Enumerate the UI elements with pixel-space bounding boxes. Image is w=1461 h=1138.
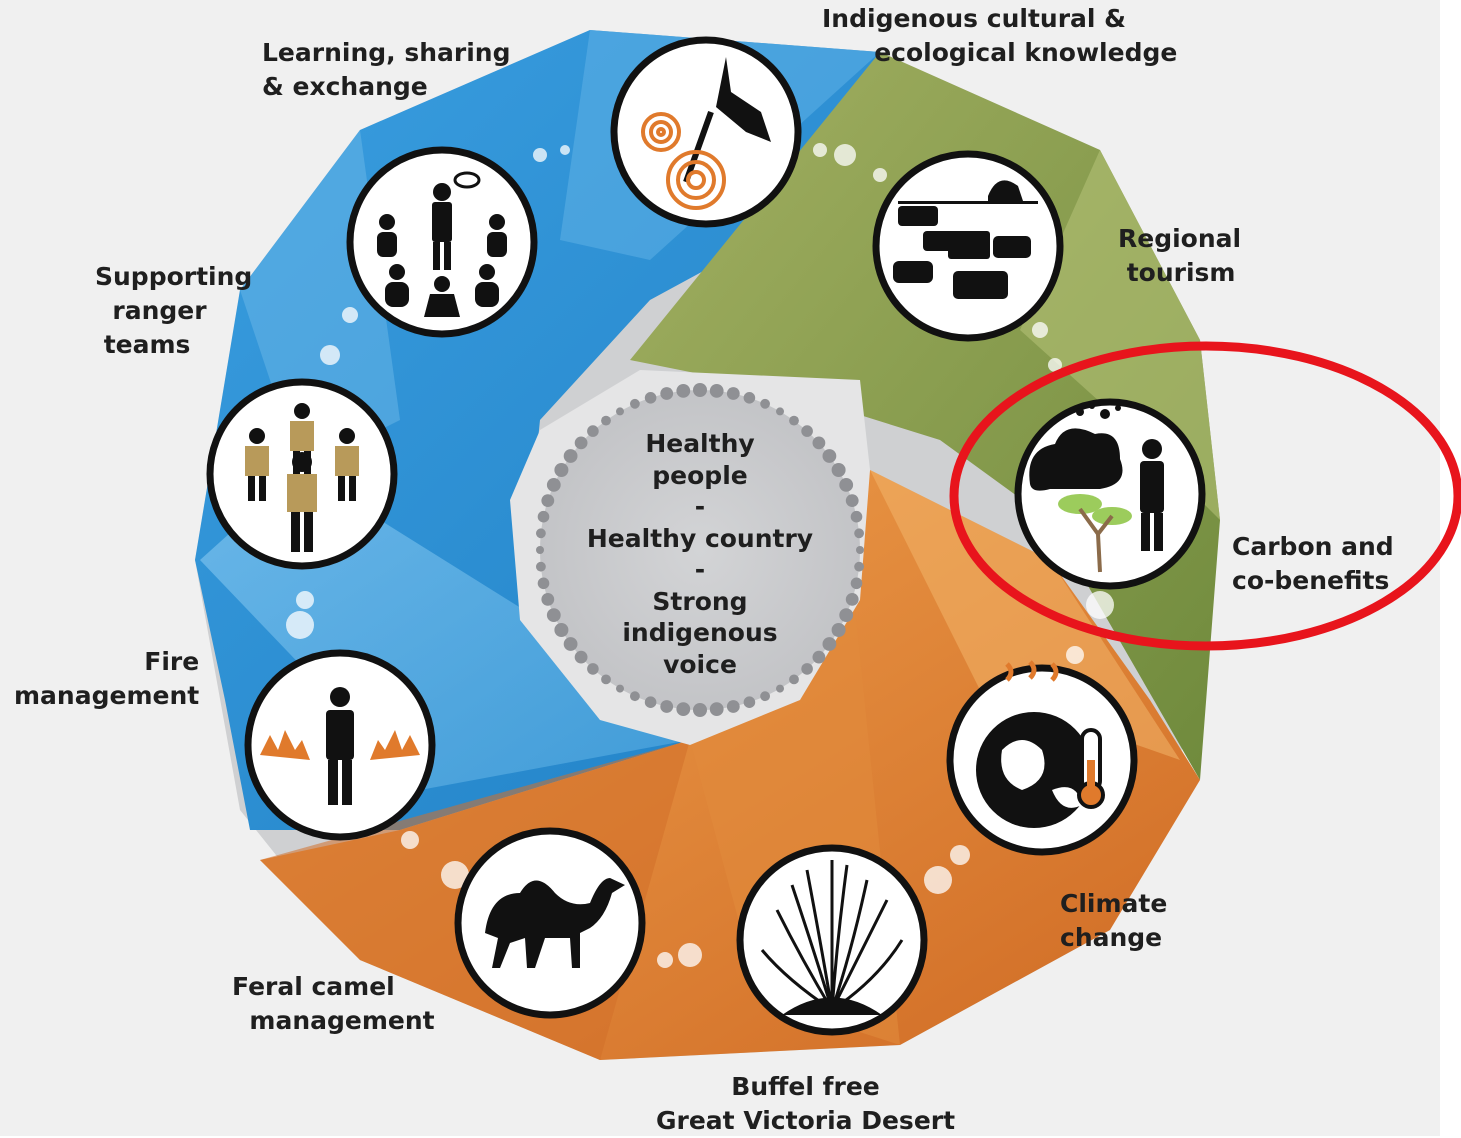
center-ring-dot (776, 407, 784, 416)
center-ring-dot (726, 387, 740, 400)
center-ring-dot (601, 415, 611, 426)
center-ring-dot (726, 700, 740, 713)
highlight-ellipse (949, 341, 1461, 651)
center-ring-dot (693, 383, 707, 397)
center-ring-dot (546, 478, 561, 492)
center-ring-dot (587, 425, 599, 437)
center-ring-dot (630, 691, 640, 702)
center-ring-dot (854, 561, 864, 572)
group-circle-icon (346, 146, 538, 338)
connector-dots (286, 143, 1114, 968)
carbon-cloud-tree-person-icon (1014, 398, 1206, 590)
center-ring-dot (546, 608, 561, 622)
center-ring-dot (630, 398, 640, 409)
center-ring-dot (831, 623, 846, 637)
center-ring-dot (743, 392, 756, 404)
center-ring-dot (537, 510, 550, 523)
center-message: Healthy people - Healthy country - Stron… (586, 429, 814, 679)
center-ring-dot (743, 696, 756, 708)
center-ring-dot (574, 436, 588, 450)
center-ring-dot (801, 663, 813, 675)
center-ring-dot (854, 528, 864, 539)
center-ring-dot (760, 691, 770, 702)
center-ring-dot (822, 637, 837, 651)
center-ring-dot (693, 703, 707, 717)
center-ring-dot (536, 528, 546, 539)
segment-label-carbon: Carbon and co-benefits (1232, 532, 1394, 595)
center-ring-dot (822, 449, 837, 463)
person-fire-icon (244, 649, 436, 841)
center-ring-dot (563, 637, 578, 651)
center-ring-dot (789, 674, 799, 685)
hand-drawing-spirals-icon (610, 36, 802, 228)
center-ring-dot (554, 623, 569, 637)
center-ring-dot (574, 650, 588, 664)
center-ring-dot (812, 650, 826, 664)
center-ring-dot (801, 425, 813, 437)
segment-label-feral-camel: Feral camel management (232, 972, 435, 1035)
center-ring-dot (839, 608, 854, 622)
center-circle (540, 390, 860, 710)
center-ring-dot (601, 674, 611, 685)
center-ring-dot (660, 387, 674, 400)
globe-thermometer-icon (946, 660, 1138, 856)
center-ring-dot (839, 478, 854, 492)
center-ring-dot (541, 593, 555, 606)
ranger-team-icon (206, 378, 398, 570)
center-ring-dot (709, 702, 724, 716)
segment-label-indigenous-knowledge: Indigenous cultural & ecological knowled… (822, 4, 1178, 67)
center-ring-dot (536, 561, 546, 572)
center-ring-dot (616, 407, 624, 416)
segment-label-learning-sharing: Learning, sharing & exchange (262, 38, 511, 101)
center-ring-dot (760, 398, 770, 409)
center-ring-dot (845, 593, 859, 606)
segment-label-climate-change: Climate change (1060, 889, 1168, 952)
segment-label-buffel-free: Buffel free Great Victoria Desert (656, 1072, 956, 1135)
vehicles-tourism-icon (872, 150, 1064, 342)
center-ring-dot (845, 494, 859, 507)
camel-icon (454, 827, 646, 1019)
center-ring-dot (563, 449, 578, 463)
center-ring-dot (850, 510, 863, 523)
center-ring-dot (541, 494, 555, 507)
buffel-grass-icon (736, 844, 928, 1036)
center-dotted-ring (536, 383, 864, 717)
center-ring-dot (676, 384, 691, 398)
segment-label-regional-tourism: Regional tourism (1118, 224, 1242, 287)
center-ring-dot (644, 696, 657, 708)
center-ring-dot (831, 463, 846, 477)
center-ring-dot (554, 463, 569, 477)
center-ring-dot (616, 684, 624, 693)
center-ring-dot (537, 577, 550, 590)
center-ring-dot (644, 392, 657, 404)
center-ring-dot (587, 663, 599, 675)
center-ring-dot (660, 700, 674, 713)
center-ring-dot (709, 384, 724, 398)
center-ring-dot (812, 436, 826, 450)
center-ring-dot (856, 546, 864, 554)
center-ring-dot (850, 577, 863, 590)
segment-label-supporting-ranger-teams: Supporting ranger teams (95, 262, 253, 359)
center-ring-dot (789, 415, 799, 426)
center-ring-dot (776, 684, 784, 693)
center-ring-dot (536, 546, 544, 554)
center-ring-dot (676, 702, 691, 716)
segment-label-fire-management: Fire management (14, 647, 200, 710)
